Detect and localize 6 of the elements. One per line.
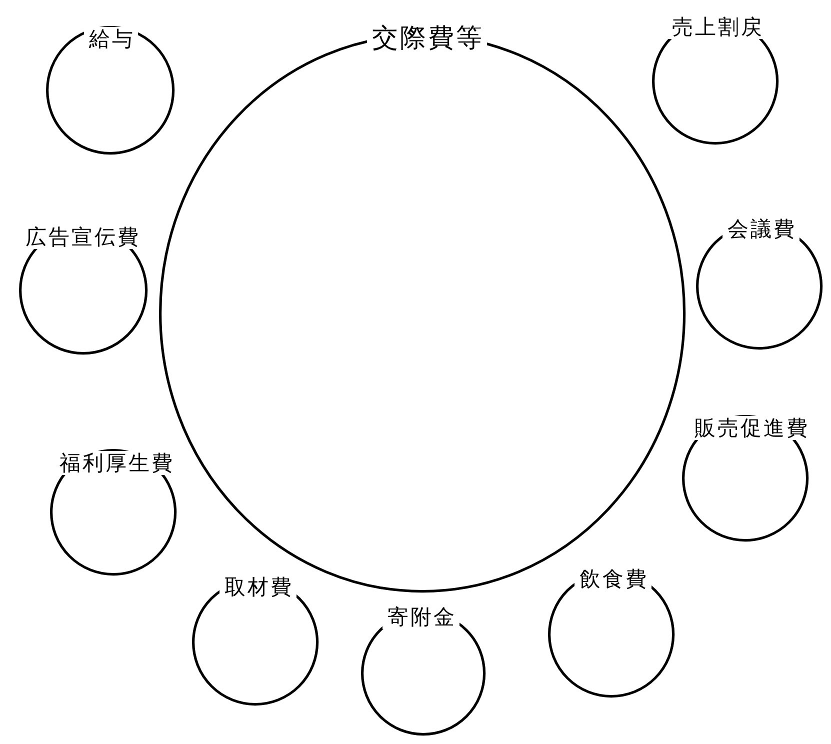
circle-label: 給与: [84, 27, 138, 51]
circle-label: 取材費: [220, 575, 296, 599]
circle-label: 寄附金: [382, 605, 460, 629]
circle-label: 交際費等: [367, 24, 487, 54]
circle-label: 飲食費: [574, 567, 652, 591]
circle-label: 会議費: [722, 217, 800, 241]
